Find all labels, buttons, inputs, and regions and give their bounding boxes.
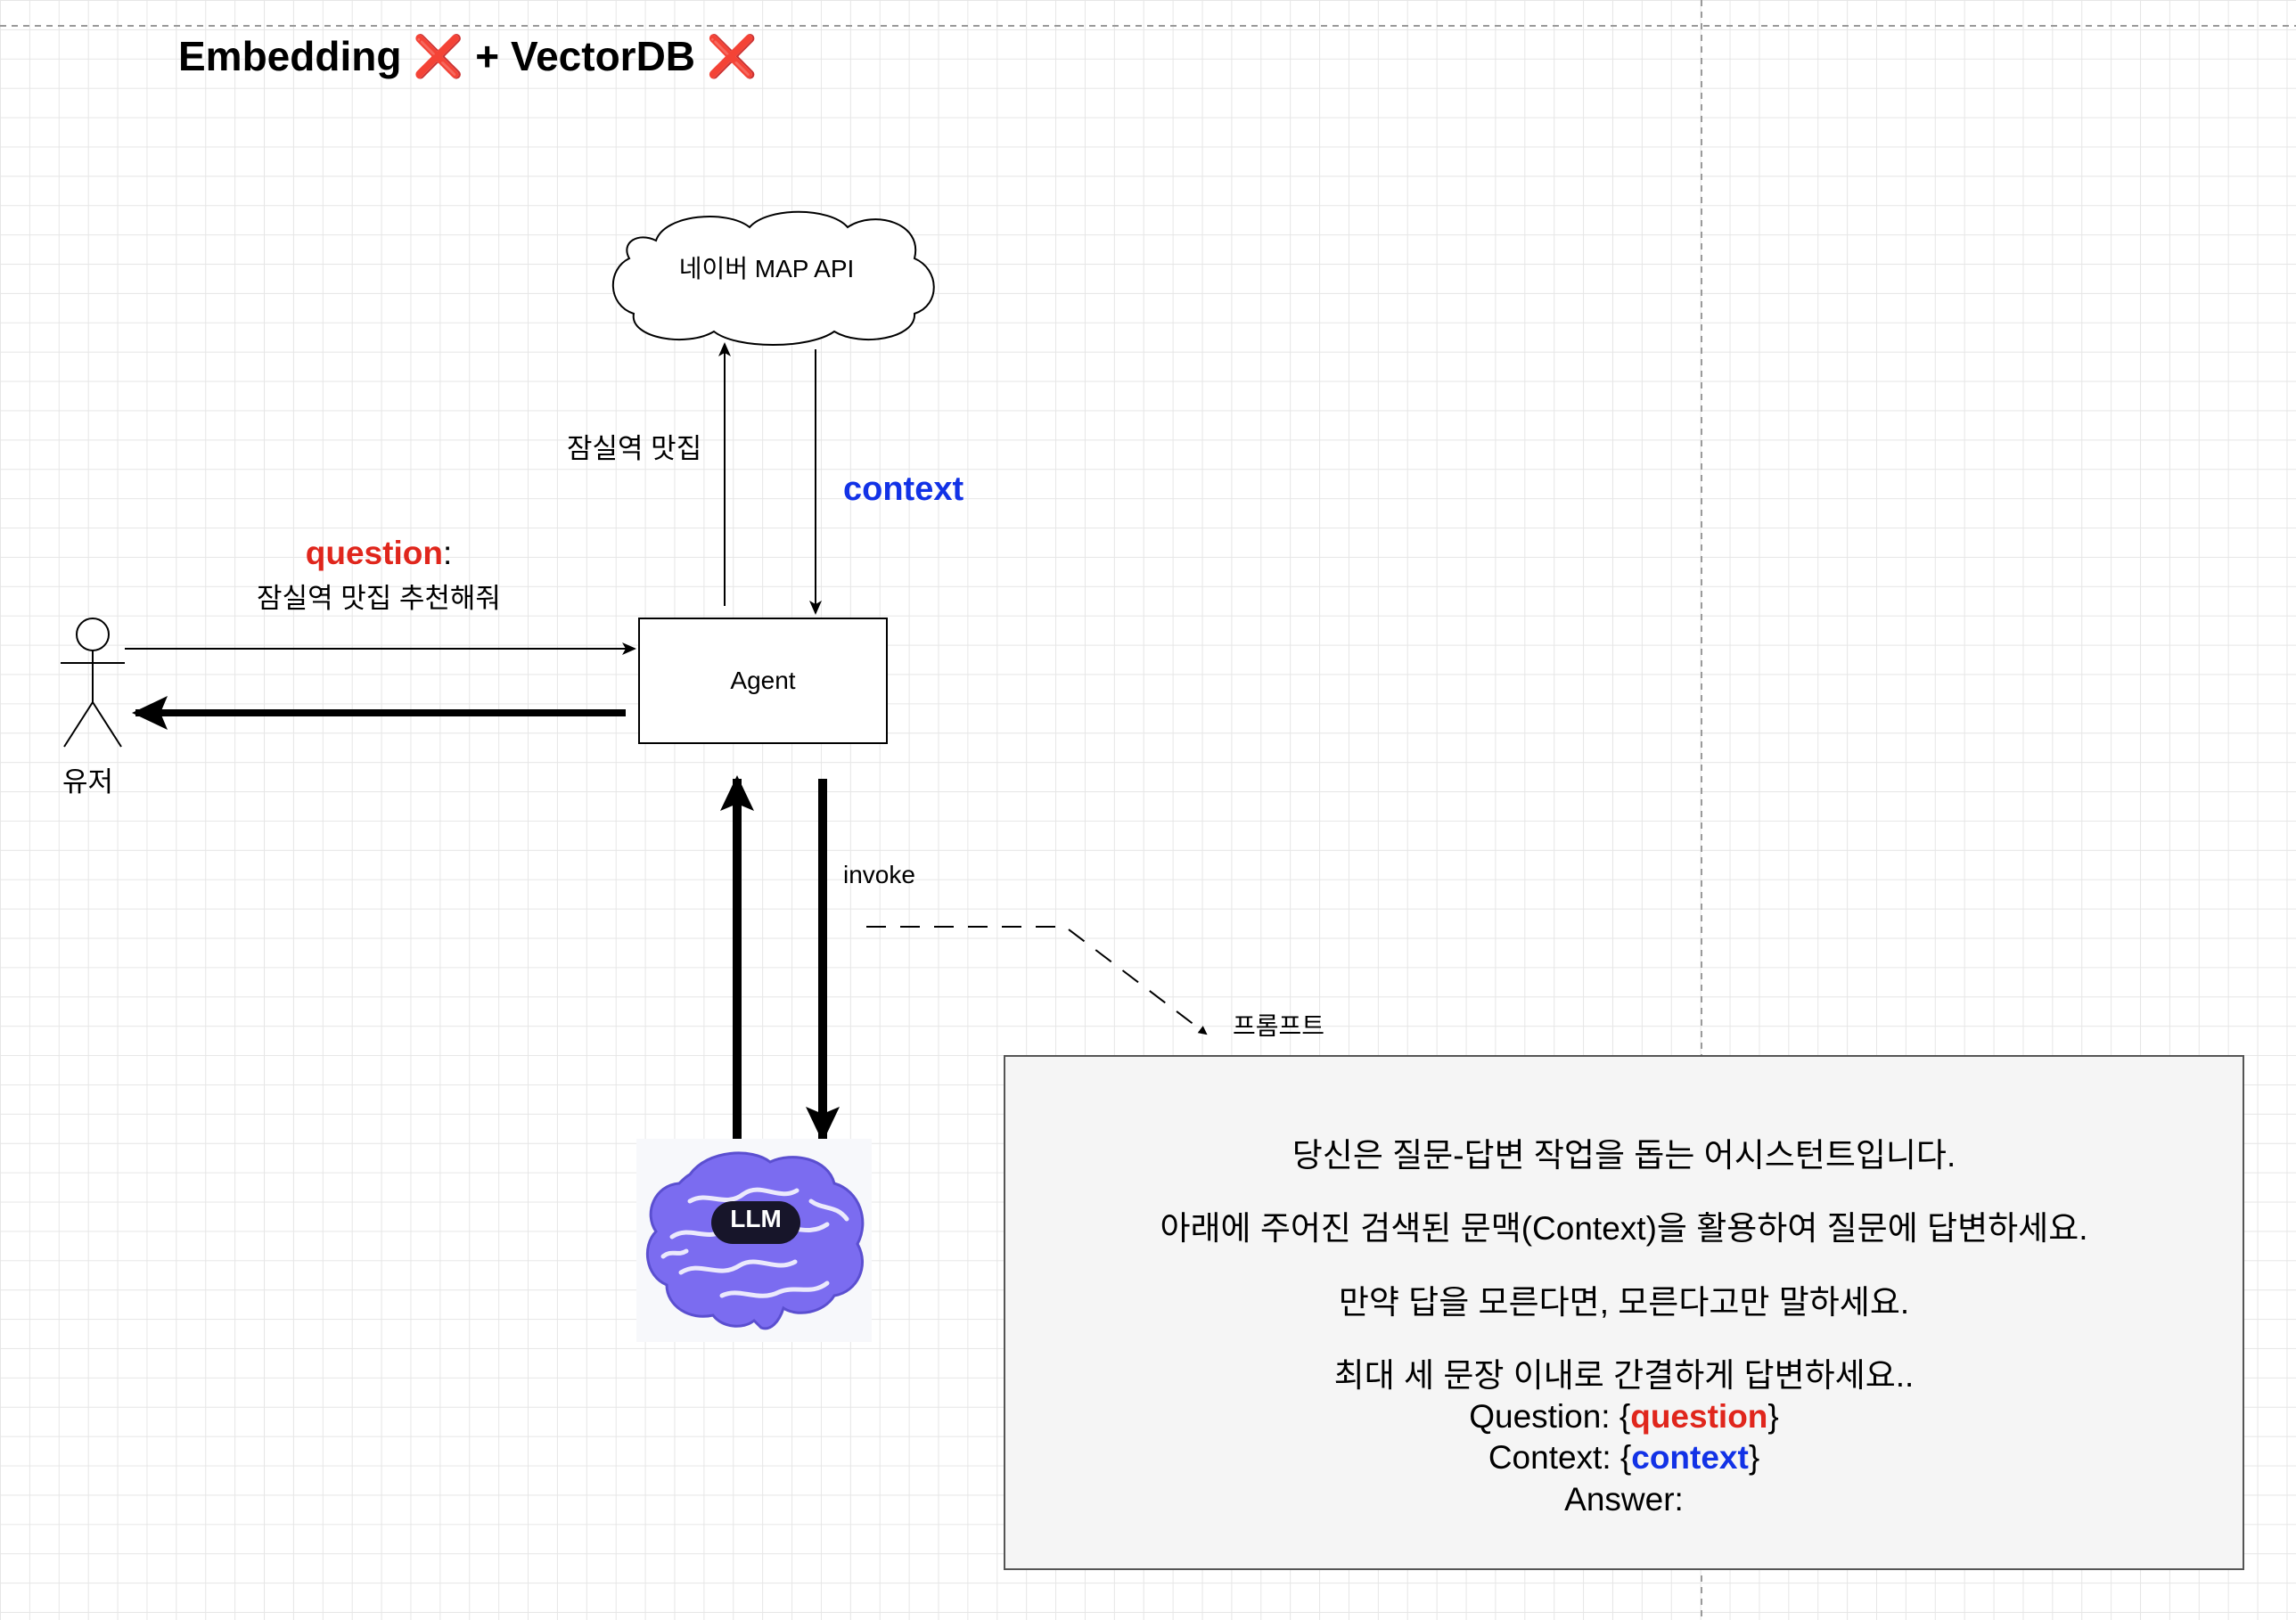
brain-icon xyxy=(645,1151,865,1330)
prompt-line: 당신은 질문-답변 작업을 돕는 어시스턴트입니다. xyxy=(1292,1137,1956,1174)
agent-node[interactable]: Agent xyxy=(638,618,888,744)
prompt-context-suffix: } xyxy=(1748,1439,1760,1477)
query-edge-label: 잠실역 맛집 xyxy=(567,433,702,464)
context-edge-label: context xyxy=(843,470,964,508)
title-vectordb: VectorDB xyxy=(510,33,696,79)
prompt-question-prefix: Question: { xyxy=(1469,1398,1631,1435)
cloud-shape xyxy=(611,210,935,346)
question-text: 잠실역 맛집 추천해줘 xyxy=(257,583,501,614)
question-key: question xyxy=(305,535,443,571)
prompt-question-suffix: } xyxy=(1767,1398,1779,1435)
invoke-label: invoke xyxy=(843,861,915,888)
naver-map-api-label: 네이버 MAP API xyxy=(678,255,855,282)
diagram-title: Embedding ❌ + VectorDB ❌ xyxy=(178,32,758,81)
prompt-context-prefix: Context: { xyxy=(1488,1439,1632,1477)
prompt-template-box: 당신은 질문-답변 작업을 돕는 어시스턴트입니다. 아래에 주어진 검색된 문… xyxy=(1004,1055,2244,1570)
agent-label: Agent xyxy=(730,667,796,694)
prompt-line: 만약 답을 모른다면, 모른다고만 말하세요. xyxy=(1338,1283,1910,1321)
prompt-context-line: Context: {context} xyxy=(1005,1437,2243,1478)
title-plus: + xyxy=(475,33,500,79)
cross-icon: ❌ xyxy=(413,33,464,79)
question-edge-label: question: 잠실역 맛집 추천해줘 xyxy=(214,535,544,616)
prompt-answer-line: Answer: xyxy=(1564,1480,1684,1518)
prompt-line: 최대 세 문장 이내로 간결하게 답변하세요.. xyxy=(1333,1356,1915,1394)
question-colon: : xyxy=(442,535,453,571)
llm-label: LLM xyxy=(730,1205,782,1232)
user-actor-icon xyxy=(61,618,125,748)
cross-icon: ❌ xyxy=(706,33,758,79)
prompt-label: 프롬프트 xyxy=(1233,1012,1325,1040)
prompt-question-line: Question: {question} xyxy=(1005,1396,2243,1437)
prompt-question-key: question xyxy=(1630,1398,1768,1435)
prompt-pointer-dashed xyxy=(866,926,1208,1035)
user-label: 유저 xyxy=(62,766,114,798)
prompt-context-key: context xyxy=(1631,1439,1749,1477)
title-embedding: Embedding xyxy=(178,33,402,79)
prompt-line: 아래에 주어진 검색된 문맥(Context)을 활용하여 질문에 답변하세요. xyxy=(1160,1210,2088,1248)
